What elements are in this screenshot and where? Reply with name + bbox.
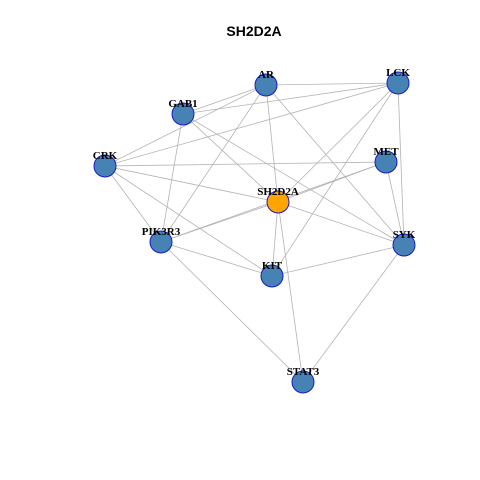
edge-lck-gab1 — [182, 82, 399, 115]
edge-crk-met — [104, 161, 387, 167]
node-syk: SYK — [392, 229, 416, 257]
edge-met-syk — [385, 161, 405, 246]
edge-sh2d2a-ar — [265, 84, 279, 203]
node-label-lck: LCK — [386, 67, 410, 79]
node-label-stat3: STAT3 — [287, 366, 320, 378]
node-pik3r3: PIK3R3 — [142, 226, 181, 254]
node-circle-met — [374, 150, 398, 174]
node-lck: LCK — [386, 67, 410, 95]
edge-lck-kit — [271, 82, 399, 277]
edge-ar-pik3r3 — [160, 84, 267, 243]
edge-lck-crk — [104, 82, 399, 167]
node-circle-crk — [93, 154, 117, 178]
edge-crk-pik3r3 — [104, 165, 162, 243]
node-kit: KIT — [260, 260, 284, 288]
node-circle-ar — [254, 73, 278, 97]
node-gab1: GAB1 — [168, 98, 198, 126]
node-label-crk: CRK — [93, 150, 118, 162]
node-label-sh2d2a: SH2D2A — [257, 186, 299, 198]
edge-pik3r3-stat3 — [160, 241, 304, 383]
node-label-pik3r3: PIK3R3 — [142, 226, 181, 238]
edge-sh2d2a-kit — [271, 201, 279, 277]
node-stat3: STAT3 — [287, 366, 320, 394]
edge-sh2d2a-stat3 — [277, 201, 304, 383]
node-met: MET — [373, 146, 399, 174]
node-label-gab1: GAB1 — [168, 98, 197, 110]
edge-sh2d2a-crk — [104, 165, 279, 203]
node-sh2d2a: SH2D2A — [257, 186, 299, 214]
node-crk: CRK — [93, 150, 118, 178]
graph-title: SH2D2A — [226, 23, 281, 39]
node-circle-pik3r3 — [149, 230, 173, 254]
edge-sh2d2a-lck — [277, 82, 399, 203]
node-circle-gab1 — [171, 102, 195, 126]
node-label-met: MET — [373, 146, 399, 158]
node-circle-sh2d2a — [266, 190, 290, 214]
edge-syk-stat3 — [302, 244, 405, 383]
node-circle-kit — [260, 264, 284, 288]
node-label-syk: SYK — [393, 229, 416, 241]
node-circle-stat3 — [291, 370, 315, 394]
edge-layer — [104, 82, 405, 383]
edge-sh2d2a-gab1 — [182, 113, 279, 203]
edge-gab1-syk — [182, 113, 405, 246]
node-circle-lck — [386, 71, 410, 95]
edge-ar-lck — [265, 82, 399, 86]
node-ar: AR — [254, 69, 278, 97]
edge-sh2d2a-syk — [277, 201, 405, 246]
edge-ar-gab1 — [182, 84, 267, 115]
node-label-kit: KIT — [262, 260, 283, 272]
edge-syk-kit — [271, 244, 405, 277]
node-label-ar: AR — [258, 69, 275, 81]
edge-ar-syk — [265, 84, 405, 246]
edge-gab1-pik3r3 — [160, 113, 184, 243]
edge-lck-syk — [397, 82, 405, 246]
node-circle-syk — [392, 233, 416, 257]
edge-ar-crk — [104, 84, 267, 167]
edge-pik3r3-kit — [160, 241, 273, 277]
edge-crk-kit — [104, 165, 273, 277]
